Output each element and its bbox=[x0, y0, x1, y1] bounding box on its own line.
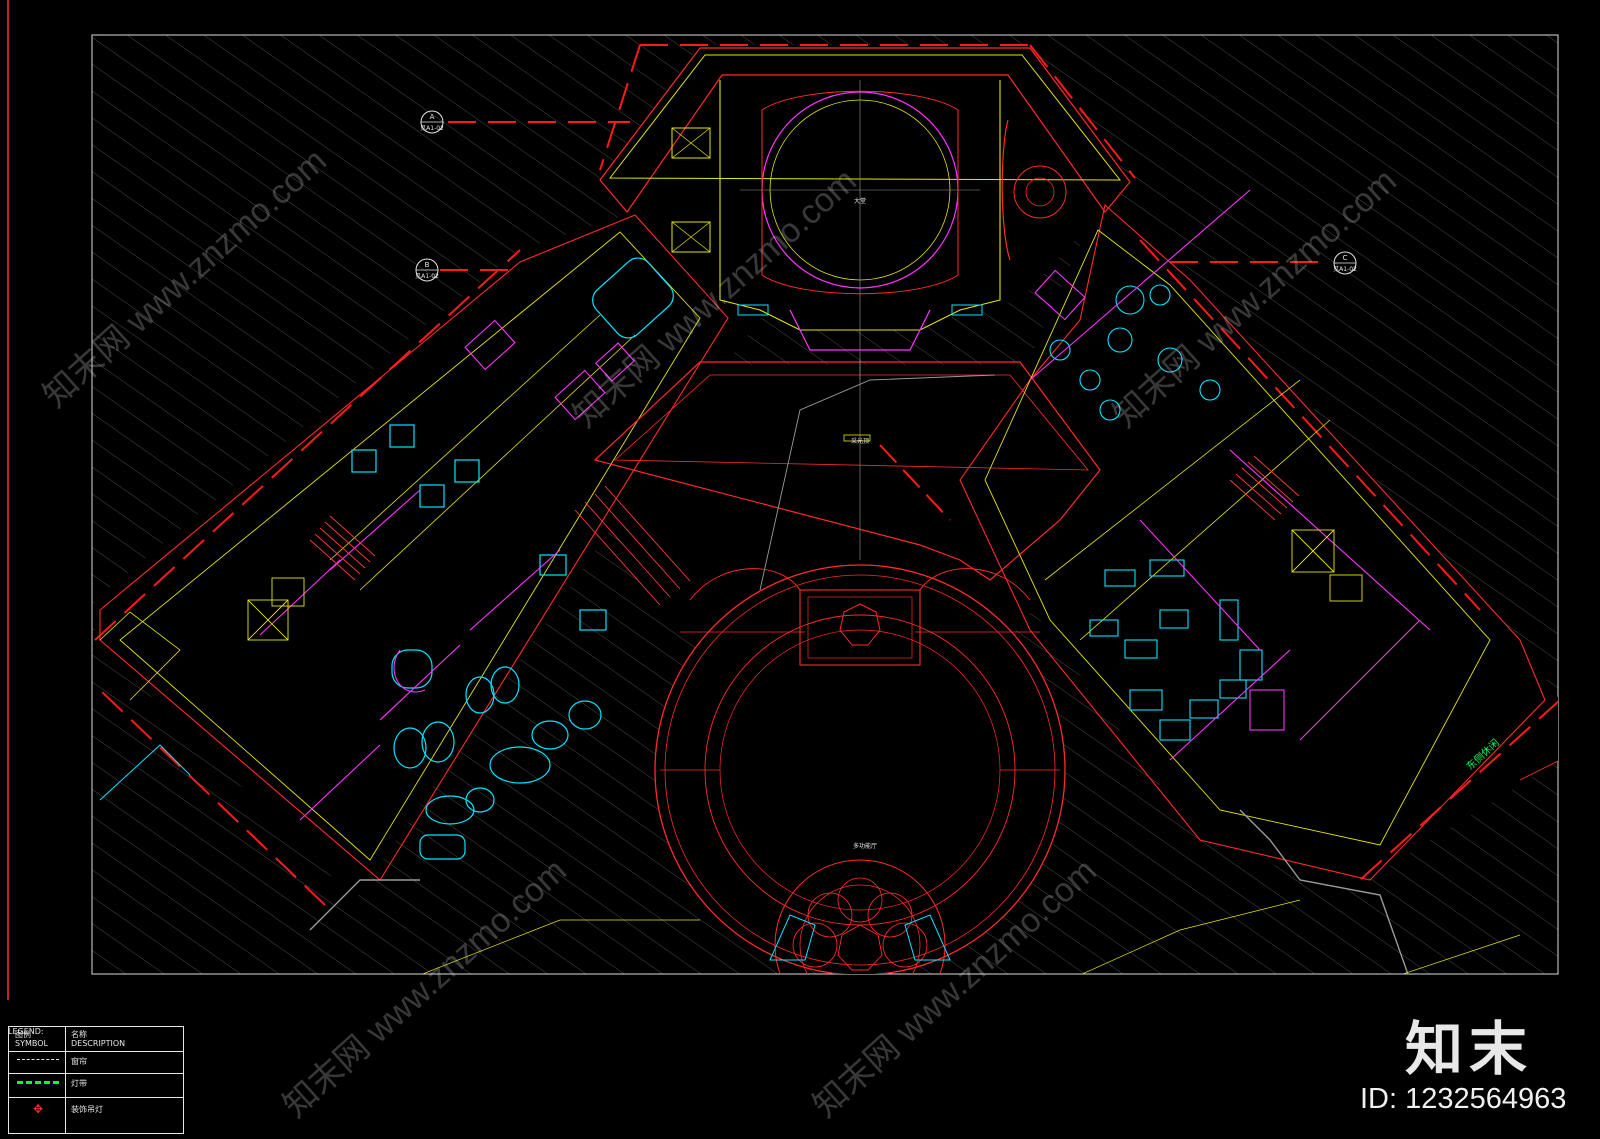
axis-tag-c-letter: C bbox=[1343, 254, 1348, 262]
right-wing bbox=[959, 189, 1558, 974]
legend-row-divider bbox=[9, 1051, 183, 1052]
pendant-lamp-symbol: ✥ bbox=[32, 1102, 44, 1116]
top-lobby bbox=[599, 47, 1131, 380]
legend-header-symbol: 图例 bbox=[15, 1030, 31, 1039]
central-court bbox=[593, 360, 1101, 974]
axis-tag-a-sub: 见A1-02 bbox=[420, 125, 444, 132]
legend-header-desc: 名称 bbox=[71, 1030, 87, 1039]
legend-row-pendant-lamp: 装饰吊灯 bbox=[71, 1105, 103, 1114]
legend-row-divider bbox=[9, 1073, 183, 1074]
watermark-id: ID: 1232564963 bbox=[1360, 1083, 1567, 1115]
room-label-top-hall: 大堂 bbox=[854, 197, 866, 205]
axis-tag-a-letter: A bbox=[430, 113, 435, 121]
axis-tag-b: B 见A1-02 bbox=[415, 258, 439, 282]
axis-tag-c: C 见A1-02 bbox=[1333, 251, 1357, 275]
legend-column-divider bbox=[65, 1027, 66, 1133]
legend-table: 图例 SYMBOL 名称 DESCRIPTION 窗帘 灯带 ✥ 装饰吊灯 bbox=[8, 1026, 184, 1134]
axis-tag-c-sub: 见A1-02 bbox=[1333, 266, 1357, 273]
legend-header-symbol-en: SYMBOL bbox=[15, 1039, 48, 1048]
legend-title: LEGEND: bbox=[8, 1027, 44, 1036]
legend-row-curtain: 窗帘 bbox=[71, 1057, 87, 1066]
axis-tag-b-sub: 见A1-02 bbox=[415, 273, 439, 280]
cad-floor-plan: A 见A1-02 B 见A1-02 C 见A1-02 大堂 采光顶 多功能厅 东… bbox=[7, 0, 1559, 1000]
legend-header-desc-en: DESCRIPTION bbox=[71, 1039, 126, 1048]
building-footprint bbox=[95, 45, 1558, 974]
curtain-symbol bbox=[17, 1059, 59, 1064]
room-label-round-hall: 多功能厅 bbox=[853, 842, 877, 850]
legend-row-light-strip: 灯带 bbox=[71, 1079, 87, 1088]
axis-tag-b-letter: B bbox=[425, 261, 430, 269]
left-wing bbox=[99, 214, 729, 931]
axis-tag-a: A 见A1-02 bbox=[420, 110, 444, 134]
watermark-logo: 知末 bbox=[1405, 1015, 1534, 1083]
legend-row-divider bbox=[9, 1097, 183, 1098]
axis-leaders bbox=[94, 44, 1558, 906]
room-label-sky: 采光顶 bbox=[851, 437, 869, 445]
site-lines bbox=[421, 899, 1521, 974]
light-strip-symbol bbox=[17, 1081, 59, 1084]
